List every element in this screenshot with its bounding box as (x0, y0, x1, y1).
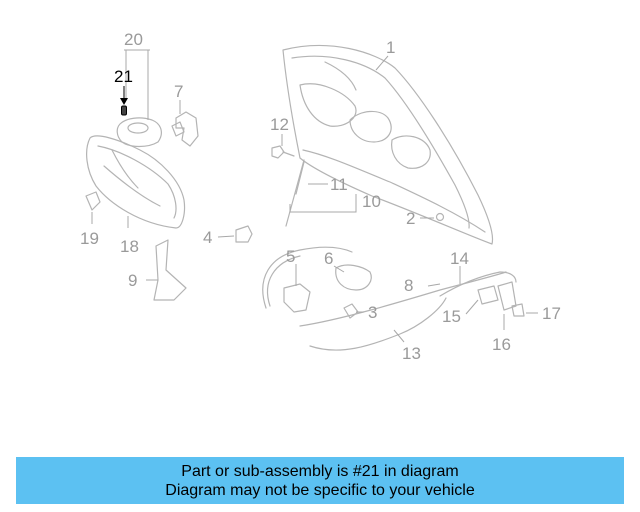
part-hood-striker (116, 117, 162, 148)
info-banner: Part or sub-assembly is #21 in diagram D… (16, 457, 624, 504)
leader-lines (91, 49, 538, 343)
callout-4: 4 (203, 228, 212, 247)
callout-6: 6 (324, 249, 333, 268)
callout-12: 12 (270, 115, 289, 134)
part-clip-2 (435, 212, 445, 222)
part-bracket-19 (85, 191, 101, 211)
part-lock-assembly (283, 283, 311, 313)
callout-5: 5 (286, 247, 295, 266)
callout-11: 11 (330, 175, 348, 194)
callout-21: 21 (114, 67, 133, 86)
part-latch-6 (335, 264, 372, 291)
callout-10: 10 (362, 192, 381, 211)
part-release-handle (477, 285, 499, 305)
callout-13: 13 (402, 344, 421, 363)
banner-line-2: Diagram may not be specific to your vehi… (165, 481, 475, 499)
part-cable-14 (439, 271, 517, 297)
callout-16: 16 (492, 335, 511, 354)
callout-19: 19 (80, 229, 99, 248)
callout-8: 8 (404, 276, 413, 295)
callout-15: 15 (442, 307, 461, 326)
banner-line-1: Part or sub-assembly is #21 in diagram (181, 462, 459, 480)
part-hood (282, 44, 494, 245)
callout-14: 14 (450, 249, 469, 268)
callout-labels: 1 2 3 4 5 6 7 8 9 10 11 12 13 14 15 16 1… (80, 30, 561, 363)
part-release-cable (299, 271, 507, 351)
callout-7: 7 (174, 82, 183, 101)
part-insulator (86, 135, 186, 229)
part-hinge (171, 111, 199, 147)
part-hood-strut (285, 159, 305, 227)
part-bumper-21 (121, 105, 127, 116)
callout-9: 9 (128, 271, 137, 290)
part-bracket-4 (235, 225, 253, 243)
parts-diagram: 1 2 3 4 5 6 7 8 9 10 11 12 13 14 15 16 1… (80, 30, 561, 363)
callout-3: 3 (368, 303, 377, 322)
callout-1: 1 (386, 38, 395, 57)
part-support-9 (153, 239, 187, 301)
callout-17: 17 (542, 304, 561, 323)
callout-2: 2 (406, 209, 415, 228)
callout-18: 18 (120, 237, 139, 256)
part-bolt-12 (271, 145, 295, 159)
part-seal-5 (262, 246, 353, 309)
part-lever-16 (497, 281, 517, 311)
callout-20: 20 (124, 30, 143, 49)
part-clip-17 (511, 303, 525, 317)
